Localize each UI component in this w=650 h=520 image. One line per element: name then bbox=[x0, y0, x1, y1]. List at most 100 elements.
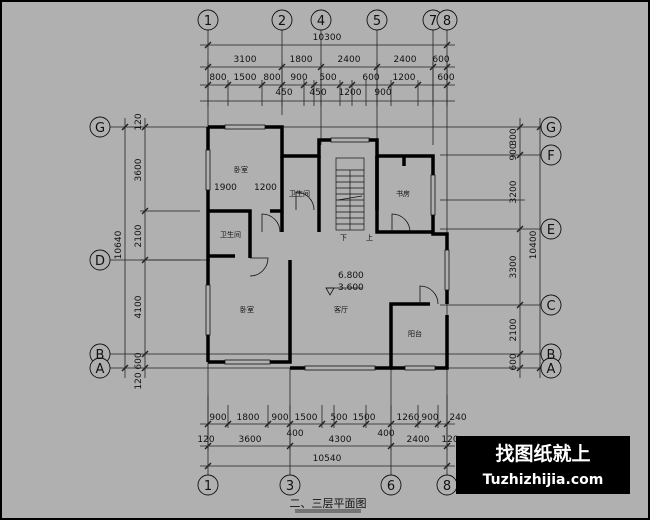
side-dimension-lines bbox=[124, 118, 541, 378]
dim-top-r2-1: 1500 bbox=[234, 73, 257, 83]
doors bbox=[249, 191, 439, 305]
axis-top-5: 5 bbox=[373, 14, 381, 29]
drawing-title: 二、三层平面图 bbox=[290, 497, 367, 510]
dim-right-2: 3200 bbox=[509, 180, 519, 203]
axis-top-2: 2 bbox=[278, 14, 286, 29]
dim-top-r3-0: 450 bbox=[275, 88, 292, 98]
dim-right-3: 3300 bbox=[509, 255, 519, 278]
dim-bot-r2-1: 3600 bbox=[239, 435, 262, 445]
dim-bot-r1-5: 1500 bbox=[353, 413, 376, 423]
room-wc-2: 卫生间 bbox=[220, 230, 241, 239]
dim-top-r2-3: 900 bbox=[290, 73, 307, 83]
axis-bottom-6: 6 bbox=[387, 479, 395, 494]
room-bedroom-1-dim-b: 1200 bbox=[254, 183, 277, 193]
axis-left-b: B bbox=[96, 348, 105, 363]
dim-top-r2-7: 600 bbox=[437, 73, 454, 83]
axis-top-1: 1 bbox=[204, 14, 212, 29]
dim-bot-r1-2: 900 bbox=[271, 413, 288, 423]
dim-left-3: 4100 bbox=[134, 295, 144, 318]
dim-top-r2-2: 800 bbox=[263, 73, 280, 83]
axis-bubbles bbox=[89, 9, 562, 496]
stair-up-label: 上 bbox=[366, 233, 373, 242]
dim-top-r1-1: 1800 bbox=[290, 55, 313, 65]
side-dimension-ticks bbox=[121, 123, 544, 372]
axis-right-b: B bbox=[547, 348, 556, 363]
dim-bot-r1-1: 1800 bbox=[237, 413, 260, 423]
dim-top-r3-3: 900 bbox=[374, 88, 391, 98]
windows bbox=[205, 124, 450, 371]
axis-top-4: 4 bbox=[317, 14, 325, 29]
bottom-dimension-lines bbox=[200, 395, 455, 467]
room-wc-1: 卫生间 bbox=[289, 189, 310, 198]
watermark-box bbox=[456, 436, 630, 494]
bottom-dimension-ticks bbox=[204, 420, 451, 470]
dim-top-r2-6: 1200 bbox=[393, 73, 416, 83]
right-dimension-text: 10400 300 900 3200 3300 2100 600 bbox=[509, 128, 539, 370]
dim-bot-r2-0: 120 bbox=[197, 435, 214, 445]
dim-bot-r2-6: 120 bbox=[441, 435, 458, 445]
dim-left-2: 2100 bbox=[134, 224, 144, 247]
axis-right-e: E bbox=[547, 223, 555, 238]
dim-top-r2-5: 600 bbox=[362, 73, 379, 83]
dim-top-r1-0: 3100 bbox=[234, 55, 257, 65]
dim-top-overall: 10300 bbox=[313, 33, 342, 43]
bottom-dimension-text: 900 1800 900 1500 500 1500 1260 900 240 … bbox=[197, 413, 466, 464]
axis-left-d: D bbox=[95, 254, 105, 269]
dim-top-r3-2: 1200 bbox=[339, 88, 362, 98]
axis-bottom-1: 1 bbox=[204, 479, 212, 494]
room-bedroom-1-dim-a: 1900 bbox=[214, 183, 237, 193]
axis-left-a: A bbox=[96, 362, 105, 377]
level-marker bbox=[325, 287, 362, 296]
dim-bot-r1-0: 900 bbox=[209, 413, 226, 423]
room-bedroom-1: 卧室 bbox=[234, 165, 248, 174]
axis-right-g: G bbox=[546, 121, 556, 136]
dim-left-5: 120 bbox=[134, 372, 144, 389]
axis-left-g: G bbox=[95, 121, 105, 136]
dim-right-4: 2100 bbox=[509, 318, 519, 341]
axis-top-8: 8 bbox=[443, 14, 451, 29]
dim-bot-r1-7: 900 bbox=[421, 413, 438, 423]
dim-bot-r1-3: 1500 bbox=[295, 413, 318, 423]
dim-bot-r2-5: 2400 bbox=[407, 435, 430, 445]
watermark-cn: 找图纸就上 bbox=[495, 442, 590, 465]
watermark: 找图纸就上 Tuzhizhijia.com bbox=[456, 436, 630, 494]
room-balcony: 阳台 bbox=[408, 329, 422, 338]
dim-right-1: 900 bbox=[509, 143, 519, 160]
dim-top-r2-4: 500 bbox=[319, 73, 336, 83]
dim-bot-r2-2: 400 bbox=[286, 429, 303, 439]
room-study: 书房 bbox=[396, 189, 410, 198]
dim-top-r1-4: 600 bbox=[432, 55, 449, 65]
axis-bottom-3: 3 bbox=[286, 479, 294, 494]
dim-bot-r1-8: 240 bbox=[449, 413, 466, 423]
top-dimension-text: 10300 3100 1800 2400 2400 600 800 1500 8… bbox=[209, 33, 454, 98]
watermark-url: Tuzhizhijia.com bbox=[483, 472, 604, 488]
dim-right-5: 600 bbox=[509, 353, 519, 370]
dim-top-r1-2: 2400 bbox=[338, 55, 361, 65]
axis-right-c: C bbox=[546, 299, 555, 314]
axis-bottom-8: 8 bbox=[443, 479, 451, 494]
drawing-title-group: 二、三层平面图 bbox=[290, 497, 367, 513]
level-sub: 3.600 bbox=[338, 283, 364, 293]
dim-left-1: 3600 bbox=[134, 158, 144, 181]
dim-right-overall: 10400 bbox=[529, 230, 539, 259]
top-dimension-ticks bbox=[204, 41, 451, 89]
stair-down-label: 下 bbox=[340, 234, 347, 242]
dim-bot-r2-3: 4300 bbox=[329, 435, 352, 445]
dim-bot-overall: 10540 bbox=[313, 454, 342, 464]
room-labels: 卧室 1900 1200 卫生间 卫生间 书房 卧室 客厅 阳台 6.800 3… bbox=[214, 165, 422, 338]
dim-top-r2-0: 800 bbox=[209, 73, 226, 83]
dim-top-r1-3: 2400 bbox=[394, 55, 417, 65]
left-dimension-text: 10640 120 3600 2100 4100 600 120 bbox=[114, 113, 144, 389]
dim-left-4: 600 bbox=[134, 352, 144, 369]
staircase bbox=[335, 157, 365, 231]
dim-bot-r1-4: 500 bbox=[330, 413, 347, 423]
top-dimension-lines bbox=[200, 44, 455, 106]
axis-labels: 1 2 4 5 7 8 1 3 6 8 G D B A G F E C B A bbox=[95, 14, 556, 494]
dim-right-0: 300 bbox=[509, 128, 519, 145]
level-main: 6.800 bbox=[338, 271, 364, 281]
dim-top-r3-1: 450 bbox=[309, 88, 326, 98]
room-bedroom-2: 卧室 bbox=[240, 305, 254, 314]
axis-right-f: F bbox=[547, 149, 554, 164]
